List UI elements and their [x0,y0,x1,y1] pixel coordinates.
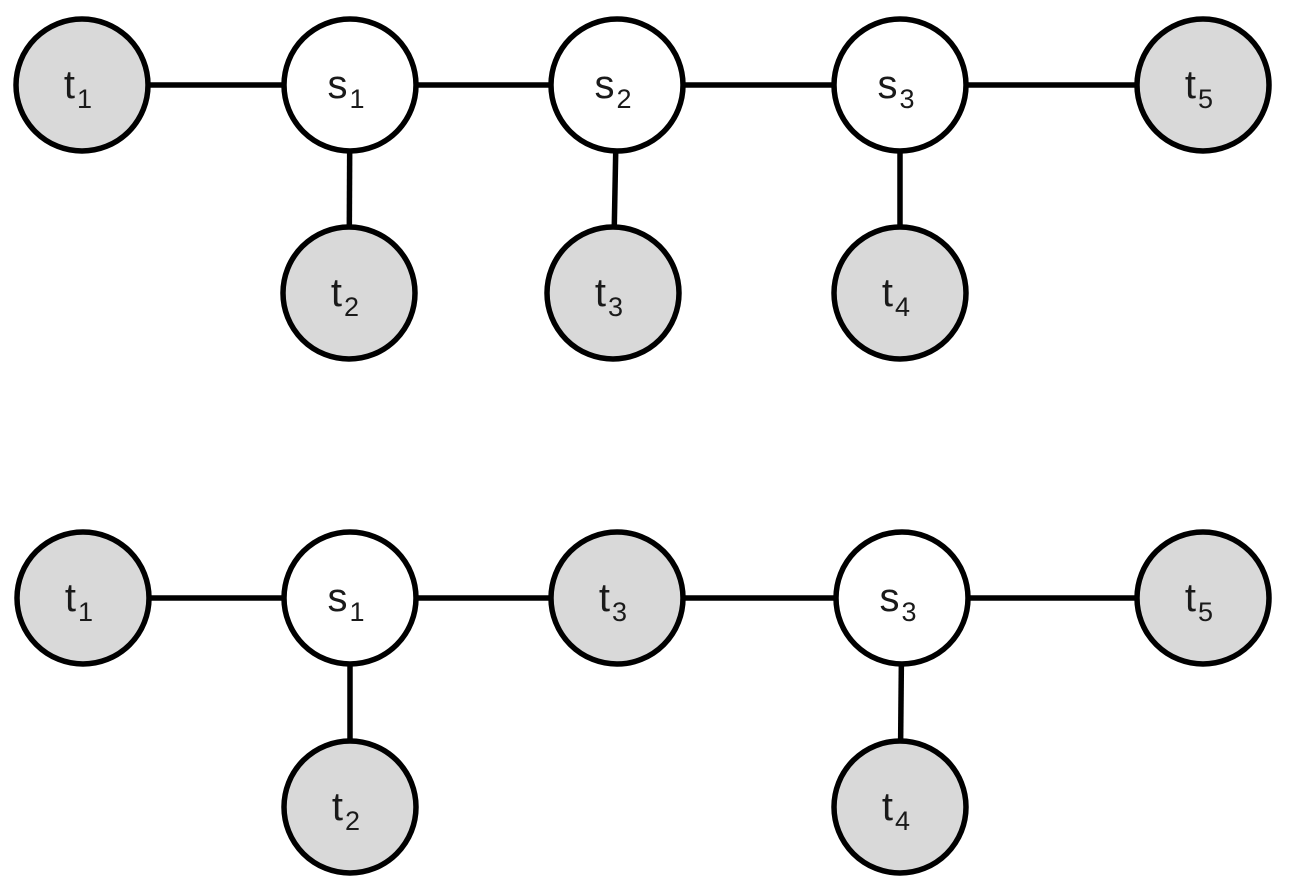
node-label-subscript: 3 [608,292,623,322]
node-label-subscript: 1 [78,597,93,627]
node-circle-t2[interactable] [280,224,418,362]
top-graph-edges [145,82,1140,231]
node-label-subscript: 1 [77,84,92,114]
node-circle-t4[interactable] [831,738,969,876]
node-label-t4: t4 [882,785,910,836]
node-s2[interactable]: s2 [548,16,686,154]
node-t1[interactable]: t1 [13,16,151,154]
node-t2[interactable]: t2 [281,738,419,876]
node-t3[interactable]: t3 [544,224,682,362]
node-circle-t1[interactable] [14,529,152,667]
edge-s3-t4 [897,660,905,745]
node-label-t3: t3 [599,576,627,627]
node-label-subscript: 2 [345,806,360,836]
node-label-base: t [65,576,76,620]
node-label-t2: t2 [331,271,359,322]
node-label-base: t [1185,63,1196,107]
node-label-t5: t5 [1185,63,1213,114]
node-t3[interactable]: t3 [548,529,686,667]
node-circle-s1[interactable] [281,16,419,154]
node-label-t2: t2 [332,785,360,836]
node-label-base: t [1185,576,1196,620]
node-label-subscript: 5 [1198,84,1213,114]
node-circle-s2[interactable] [548,16,686,154]
node-circle-s3[interactable] [833,529,971,667]
node-label-s2: s2 [594,63,631,114]
node-label-base: s [877,63,897,107]
node-label-subscript: 2 [344,292,359,322]
node-label-s1: s1 [327,63,364,114]
node-t4[interactable]: t4 [831,224,969,362]
node-label-subscript: 5 [1198,597,1213,627]
bottom-graph-edges [146,595,1140,745]
node-label-base: t [882,271,893,315]
node-label-s3: s3 [877,63,914,114]
node-label-base: t [64,63,75,107]
node-label-subscript: 4 [895,292,910,322]
node-circle-t5[interactable] [1134,16,1272,154]
node-s3[interactable]: s3 [833,529,971,667]
node-circle-t4[interactable] [831,224,969,362]
node-label-base: s [594,63,614,107]
node-label-t5: t5 [1185,576,1213,627]
node-label-base: t [595,271,606,315]
node-circle-t3[interactable] [544,224,682,362]
node-label-s3: s3 [879,576,916,627]
edges-layer [145,82,1140,745]
node-s1[interactable]: s1 [281,529,419,667]
node-t1[interactable]: t1 [14,529,152,667]
node-label-t4: t4 [882,271,910,322]
edge-s2-t3 [611,147,619,231]
node-label-subscript: 1 [349,84,364,114]
node-t4[interactable]: t4 [831,738,969,876]
node-label-base: t [599,576,610,620]
node-circle-t2[interactable] [281,738,419,876]
node-label-subscript: 1 [349,597,364,627]
node-label-base: t [331,271,342,315]
node-label-subscript: 3 [901,597,916,627]
node-label-base: s [879,576,899,620]
node-label-subscript: 3 [899,84,914,114]
node-label-base: t [882,785,893,829]
node-t5[interactable]: t5 [1134,529,1272,667]
node-label-subscript: 3 [612,597,627,627]
node-circle-s3[interactable] [831,16,969,154]
node-circle-t3[interactable] [548,529,686,667]
node-circle-t1[interactable] [13,16,151,154]
node-label-t1: t1 [64,63,92,114]
node-label-base: s [327,63,347,107]
node-label-subscript: 4 [895,806,910,836]
node-s1[interactable]: s1 [281,16,419,154]
node-label-subscript: 2 [616,84,631,114]
node-circle-t5[interactable] [1134,529,1272,667]
node-t5[interactable]: t5 [1134,16,1272,154]
node-label-t1: t1 [65,576,93,627]
node-label-base: t [332,785,343,829]
node-label-t3: t3 [595,271,623,322]
node-circle-s1[interactable] [281,529,419,667]
node-label-s1: s1 [327,576,364,627]
node-t2[interactable]: t2 [280,224,418,362]
node-label-base: s [327,576,347,620]
node-s3[interactable]: s3 [831,16,969,154]
